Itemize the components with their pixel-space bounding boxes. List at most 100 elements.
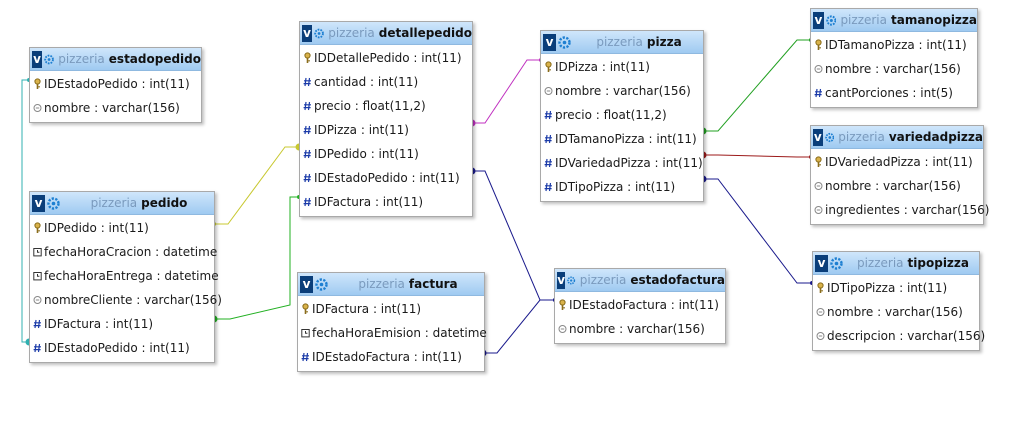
column-row[interactable]: IDEstadoFactura : int(11) (555, 293, 725, 317)
collapse-toggle-icon[interactable]: v (32, 194, 45, 212)
numeric-icon (544, 158, 552, 168)
column-row[interactable]: IDPizza : int(11) (541, 55, 703, 79)
collapse-toggle-icon[interactable]: v (813, 128, 823, 146)
relation-line-detallepedido-pizza (472, 59, 541, 124)
column-row[interactable]: IDTipoPizza : int(11) (541, 175, 703, 199)
column-row[interactable]: IDVariedadPizza : int(11) (541, 151, 703, 175)
numeric-icon (303, 77, 311, 87)
column-row[interactable]: descripcion : varchar(156) (813, 324, 985, 348)
column-row[interactable]: IDVariedadPizza : int(11) (811, 150, 983, 174)
table-name: tipopizza (907, 256, 969, 270)
text-field-icon (814, 206, 823, 214)
column-row[interactable]: nombre : varchar(156) (555, 317, 725, 341)
column-label: IDPedido : int(11) (44, 221, 149, 235)
column-row[interactable]: precio : float(11,2) (300, 94, 472, 118)
collapse-toggle-icon[interactable]: v (32, 50, 43, 68)
column-row[interactable]: IDFactura : int(11) (300, 190, 472, 214)
gear-icon[interactable] (830, 256, 843, 270)
gear-icon[interactable] (47, 196, 60, 210)
relation-line-detallepedido-pedido (214, 146, 299, 225)
column-row[interactable]: IDTamanoPizza : int(11) (541, 127, 703, 151)
column-row[interactable]: fechaHoraCracion : datetime (30, 240, 217, 264)
schema-name: pizzeria (596, 35, 643, 49)
collapse-toggle-icon[interactable]: v (557, 271, 566, 289)
column-label: IDVariedadPizza : int(11) (825, 155, 973, 169)
column-row[interactable]: IDEstadoPedido : int(11) (300, 166, 472, 190)
gear-icon[interactable] (558, 35, 571, 49)
gear-icon[interactable] (567, 274, 576, 287)
gear-icon[interactable] (824, 131, 835, 144)
gear-icon[interactable] (314, 27, 324, 40)
collapse-toggle-icon[interactable]: v (813, 11, 824, 29)
numeric-icon (303, 173, 311, 183)
column-row[interactable]: IDDetallePedido : int(11) (300, 46, 472, 70)
column-row[interactable]: IDFactura : int(11) (30, 312, 214, 336)
column-row[interactable]: IDPizza : int(11) (300, 118, 472, 142)
primary-key-icon (545, 61, 552, 72)
relation-line-pizza-variedadpizza (703, 154, 811, 158)
numeric-icon (814, 88, 822, 98)
gear-icon[interactable] (825, 14, 837, 27)
column-row[interactable]: nombre : varchar(156) (811, 174, 983, 198)
collapse-toggle-icon[interactable]: v (300, 275, 313, 293)
column-row[interactable]: cantidad : int(11) (300, 70, 472, 94)
column-label: IDFactura : int(11) (314, 195, 424, 209)
column-row[interactable]: IDEstadoPedido : int(11) (30, 336, 214, 360)
column-row[interactable]: IDPedido : int(11) (300, 142, 472, 166)
column-row[interactable]: IDEstadoPedido : int(11) (30, 72, 201, 96)
column-label: nombre : varchar(156) (827, 305, 963, 319)
numeric-icon (544, 182, 552, 192)
column-row[interactable]: fechaHoraEntrega : datetime (30, 264, 219, 288)
datetime-icon (33, 248, 42, 257)
gear-icon[interactable] (44, 53, 54, 66)
column-row[interactable]: fechaHoraEmision : datetime (298, 321, 487, 345)
column-row[interactable]: IDFactura : int(11) (298, 297, 484, 321)
column-row[interactable]: IDTamanoPizza : int(11) (811, 33, 977, 57)
numeric-icon (303, 149, 311, 159)
collapse-toggle-icon[interactable]: v (302, 24, 313, 42)
column-row[interactable]: ingredientes : varchar(156) (811, 198, 989, 222)
schema-name: pizzeria (840, 13, 887, 27)
column-row[interactable]: nombre : varchar(156) (811, 57, 977, 81)
column-row[interactable]: precio : float(11,2) (541, 103, 703, 127)
column-row[interactable]: nombre : varchar(156) (813, 300, 979, 324)
column-label: fechaHoraEntrega : datetime (44, 269, 219, 283)
column-row[interactable]: nombre : varchar(156) (30, 96, 201, 120)
column-row[interactable]: cantPorciones : int(5) (811, 81, 977, 105)
column-row[interactable]: IDTipoPizza : int(11) (813, 276, 979, 300)
column-list: IDVariedadPizza : int(11) nombre : varcha… (811, 149, 989, 224)
collapse-toggle-icon[interactable]: v (543, 33, 556, 51)
column-label: IDEstadoPedido : int(11) (44, 341, 190, 355)
column-list: IDEstadoPedido : int(11)nombre : varchar… (30, 71, 201, 122)
numeric-icon (33, 343, 41, 353)
column-row[interactable]: nombre : varchar(156) (541, 79, 703, 103)
gear-icon[interactable] (315, 277, 328, 291)
column-row[interactable]: IDPedido : int(11) (30, 216, 214, 240)
primary-key-icon (815, 156, 822, 167)
column-row[interactable]: IDEstadoFactura : int(11) (298, 345, 484, 369)
primary-key-icon (302, 303, 309, 314)
collapse-toggle-icon[interactable]: v (815, 254, 828, 272)
column-row[interactable]: nombreCliente : varchar(156) (30, 288, 222, 312)
text-field-icon (33, 104, 42, 112)
